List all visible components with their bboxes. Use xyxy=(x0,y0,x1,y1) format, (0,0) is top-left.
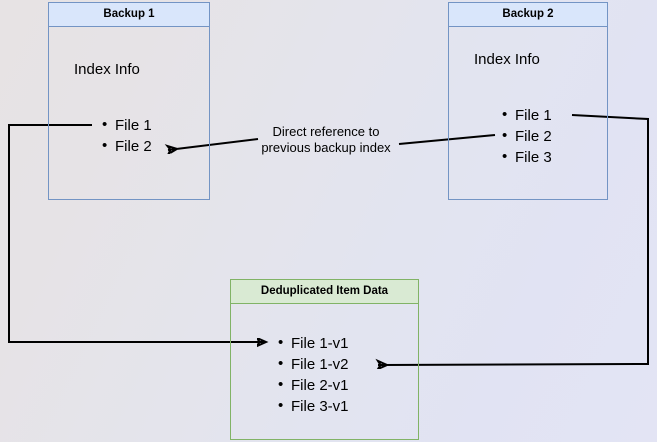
node-backup-1-subtitle: Index Info xyxy=(74,61,140,78)
node-backup-1-title: Backup 1 xyxy=(103,8,155,20)
edge-label-line-1: Direct reference to xyxy=(272,124,380,139)
list-item: File 1-v2 xyxy=(278,353,348,375)
list-item: File 1 xyxy=(502,104,552,126)
list-item: File 3 xyxy=(502,146,552,168)
node-backup-2[interactable]: Backup 2 Index Info File 1 File 2 File 3 xyxy=(448,2,608,200)
list-item: File 1-v1 xyxy=(278,332,348,354)
list-item: File 2 xyxy=(102,135,152,157)
node-backup-1-header: Backup 1 xyxy=(49,3,209,27)
node-backup-1[interactable]: Backup 1 Index Info File 1 File 2 xyxy=(48,2,210,200)
node-deduplicated-item-data-title: Deduplicated Item Data xyxy=(260,285,389,297)
node-backup-2-subtitle: Index Info xyxy=(474,51,540,68)
list-item: File 3-v1 xyxy=(278,395,348,417)
edge-label-line-2: previous backup index xyxy=(261,140,391,155)
node-backup-2-header: Backup 2 xyxy=(449,3,607,27)
edge-label-direct-reference: Direct reference to previous backup inde… xyxy=(246,124,406,156)
node-deduplicated-item-data-header: Deduplicated Item Data xyxy=(231,280,418,304)
list-item: File 2-v1 xyxy=(278,374,348,396)
node-backup-2-file-list: File 1 File 2 File 3 xyxy=(497,104,552,168)
node-deduplicated-item-data-file-list: File 1-v1 File 1-v2 File 2-v1 File 3-v1 xyxy=(273,332,348,417)
node-backup-2-title: Backup 2 xyxy=(502,8,554,20)
list-item: File 1 xyxy=(102,114,152,136)
node-backup-1-file-list: File 1 File 2 xyxy=(97,114,152,157)
node-deduplicated-item-data[interactable]: Deduplicated Item Data File 1-v1 File 1-… xyxy=(230,279,419,440)
list-item: File 2 xyxy=(502,125,552,147)
